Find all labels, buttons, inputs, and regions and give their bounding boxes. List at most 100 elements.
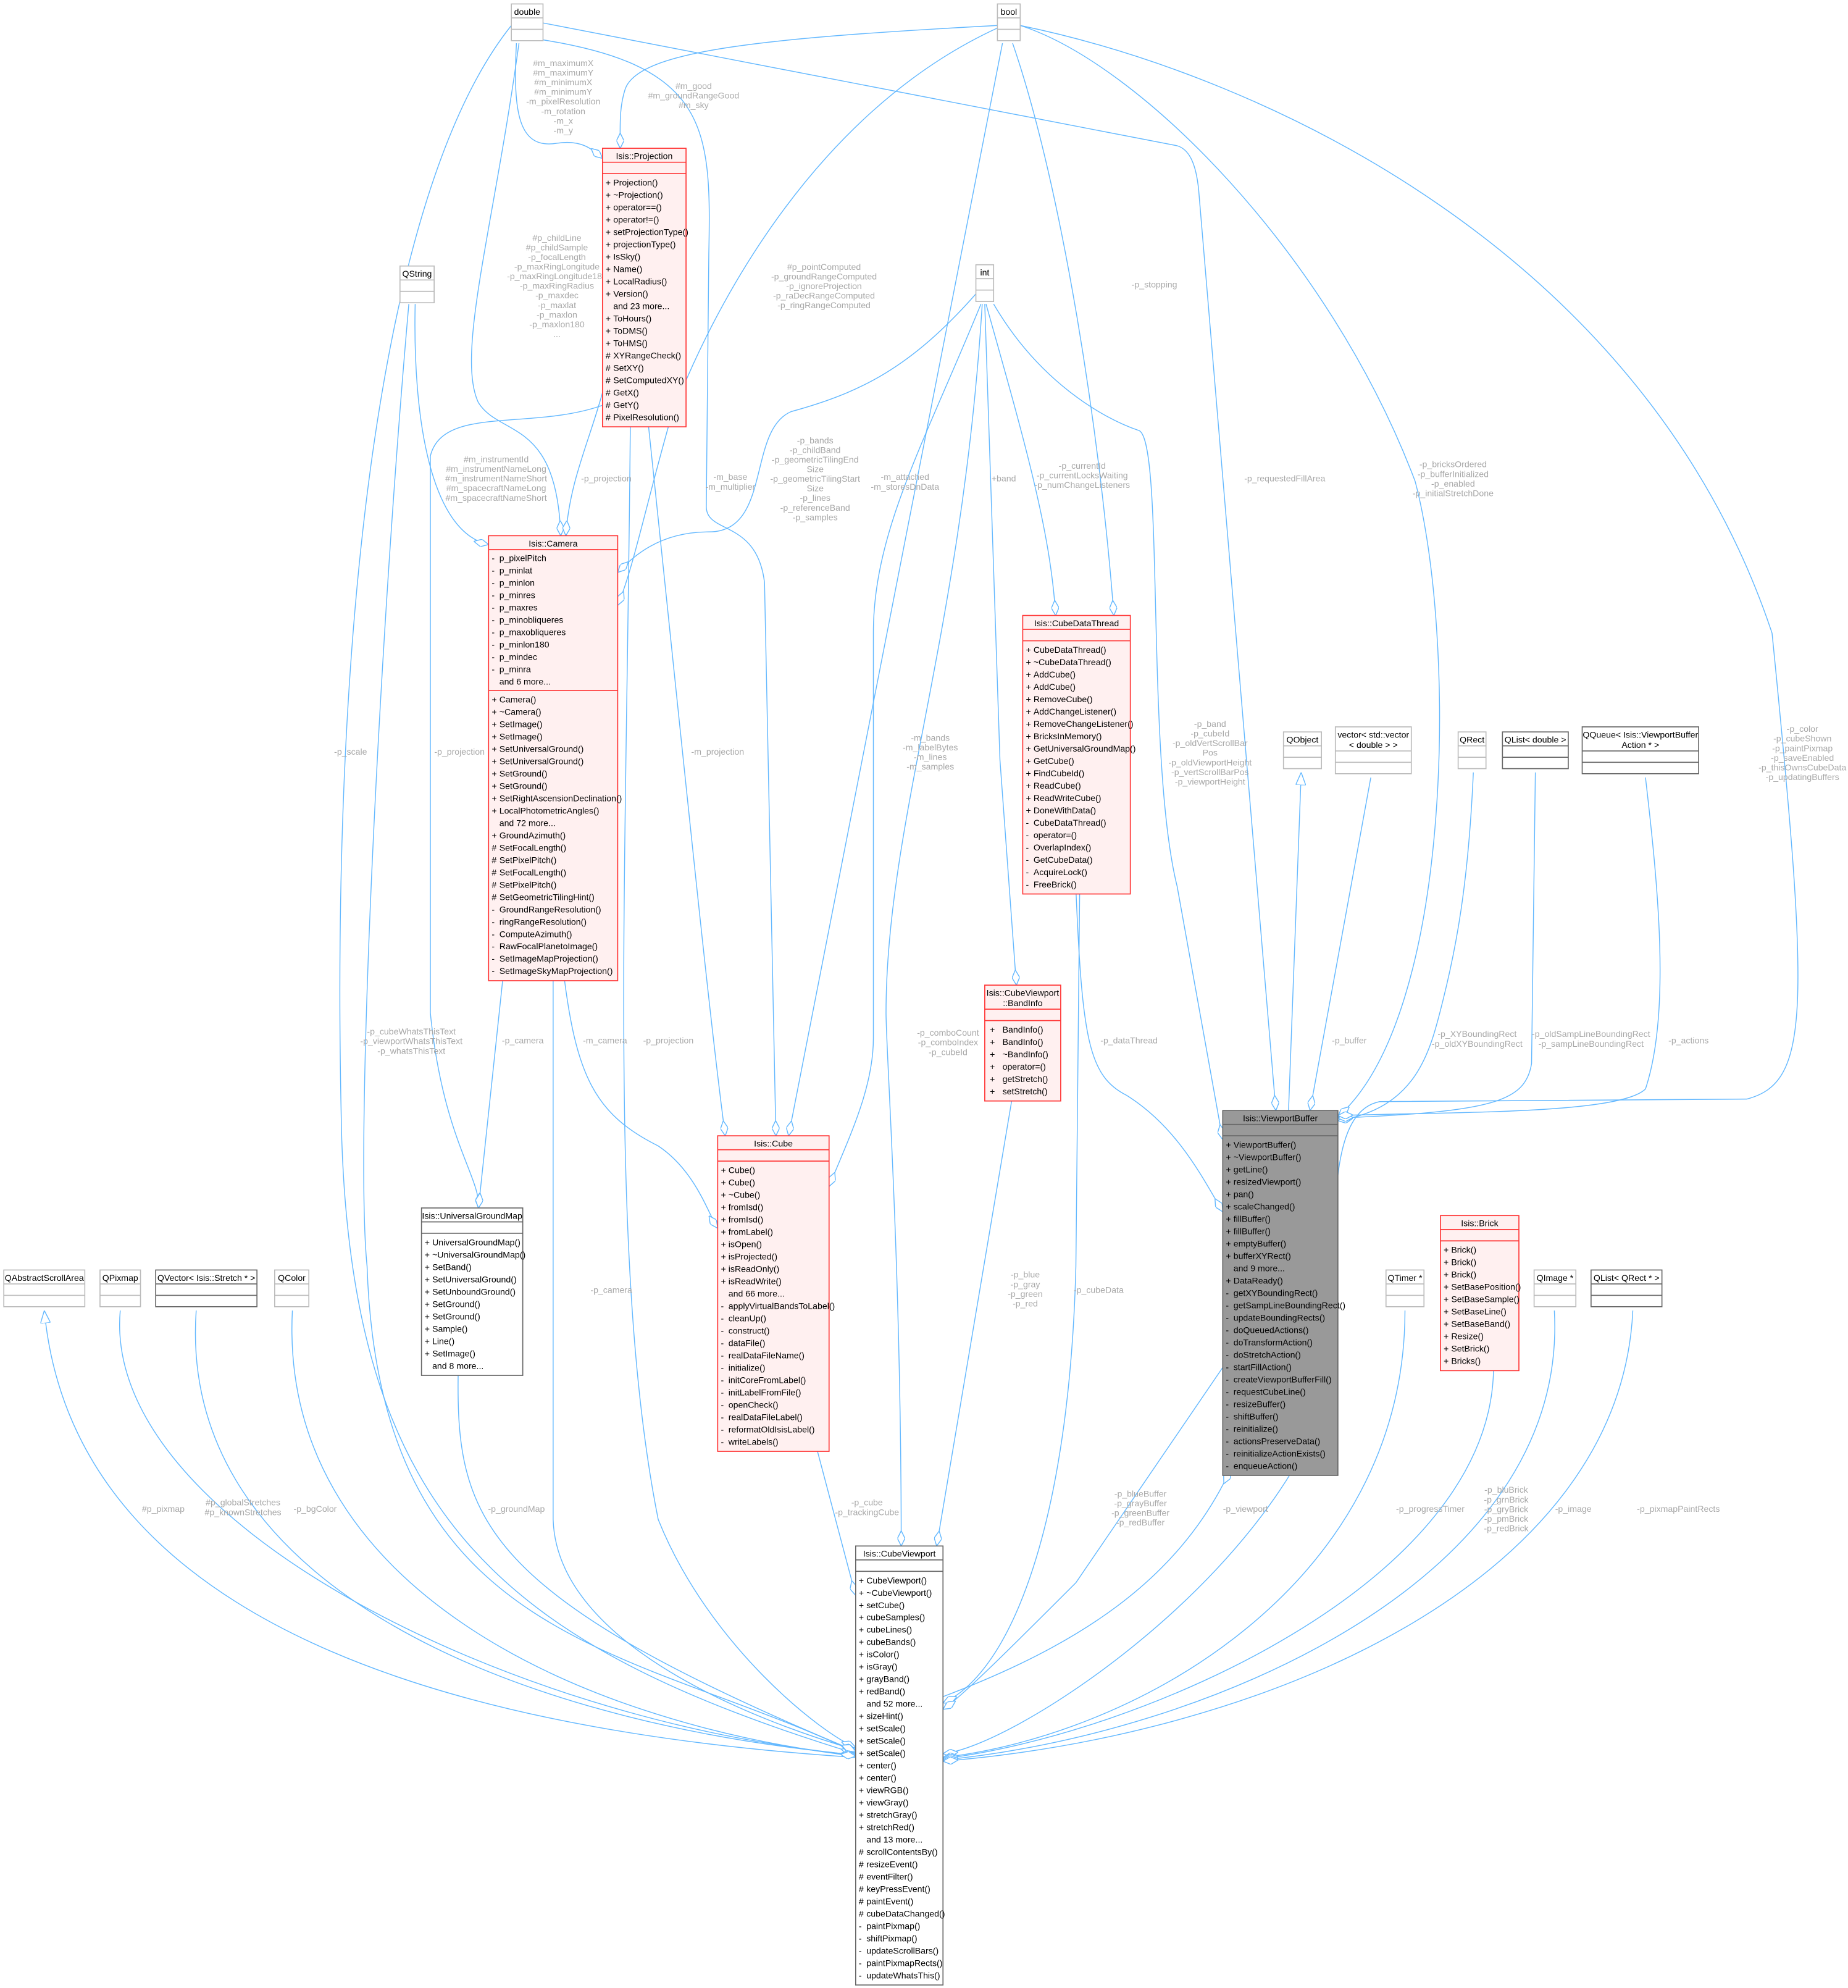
class-title[interactable]: Isis::UniversalGroundMap	[422, 1210, 522, 1220]
class-box-qstring[interactable]: QString	[399, 265, 435, 304]
class-title[interactable]: QQueue< Isis::ViewportBuffer	[1583, 729, 1698, 739]
edge-qrect_vb	[1338, 772, 1474, 1121]
method-visibility: -	[1226, 1312, 1229, 1322]
class-title[interactable]: ::BandInfo	[1003, 998, 1043, 1008]
method-name: paintPixmap()	[866, 1921, 920, 1931]
edge-label-line: -m_attached	[880, 472, 929, 482]
class-box-qpixmap[interactable]: QPixmap	[99, 1269, 141, 1307]
method-name: SetImage()	[432, 1348, 475, 1358]
class-title[interactable]: < double > >	[1349, 740, 1398, 750]
method-name: OverlapIndex()	[1034, 842, 1091, 852]
class-box-qrect[interactable]: QRect	[1457, 731, 1487, 770]
class-title[interactable]: Isis::Projection	[616, 151, 673, 161]
method-visibility: +	[721, 1239, 725, 1249]
method-name: LocalRadius()	[613, 276, 667, 286]
class-box-int[interactable]: int	[975, 264, 995, 302]
method-visibility: +	[1226, 1214, 1231, 1224]
edge-int_vb	[993, 303, 1223, 1139]
edge-label-cdt_vb: -p_dataThread	[1100, 1035, 1158, 1045]
method-name: SetUniversalGround()	[432, 1274, 517, 1284]
edge-int_cv	[885, 304, 983, 1546]
edge-label-line: -p_greenBuffer	[1111, 1508, 1169, 1518]
class-title[interactable]: QAbstractScrollArea	[5, 1273, 84, 1283]
method-name: operator!=()	[613, 215, 659, 225]
class-box-qcolor[interactable]: QColor	[274, 1269, 310, 1307]
class-box-bandinfo[interactable]: Isis::CubeViewport::BandInfo+BandInfo()+…	[984, 984, 1061, 1102]
method-name: ~Projection()	[613, 190, 663, 200]
class-box-qlistqrect[interactable]: QList< QRect * >	[1591, 1269, 1663, 1307]
class-box-viewportbuffer[interactable]: Isis::ViewportBuffer+ViewportBuffer()+~V…	[1222, 1110, 1345, 1476]
class-box-bool[interactable]: bool	[997, 3, 1021, 41]
class-box-qlistdouble[interactable]: QList< double >	[1502, 731, 1569, 770]
class-title[interactable]: double	[514, 7, 541, 17]
method-name: DoneWithData()	[1034, 805, 1096, 815]
method-visibility: -	[1226, 1461, 1229, 1470]
class-box-projection[interactable]: Isis::Projection+Projection()+~Projectio…	[601, 148, 688, 427]
method-visibility: #	[859, 1871, 864, 1881]
class-box-vector[interactable]: vector< std::vector< double > >	[1334, 726, 1412, 774]
method-visibility: +	[491, 719, 496, 729]
class-title[interactable]: int	[980, 267, 989, 277]
class-box-qabstractscrollarea[interactable]: QAbstractScrollArea	[3, 1269, 86, 1307]
class-title[interactable]: Action * >	[1621, 740, 1659, 750]
class-box-frame	[601, 148, 687, 427]
class-box-cube[interactable]: Isis::Cube+Cube()+Cube()+~Cube()+fromIsd…	[717, 1135, 835, 1452]
class-box-qimage[interactable]: QImage *	[1533, 1269, 1577, 1307]
method-visibility: +	[859, 1637, 864, 1647]
method-name: fillBuffer()	[1234, 1214, 1271, 1224]
method-name: SetBaseLine()	[1451, 1307, 1507, 1317]
class-title[interactable]: QVector< Isis::Stretch * >	[157, 1273, 256, 1283]
class-box-cubedatathread[interactable]: Isis::CubeDataThread+CubeDataThread()+~C…	[1022, 614, 1136, 895]
class-title[interactable]: QList< double >	[1505, 735, 1566, 745]
method-name: reinitialize()	[1234, 1424, 1278, 1433]
class-title[interactable]: QPixmap	[102, 1273, 138, 1283]
class-title[interactable]: Isis::Brick	[1461, 1218, 1499, 1228]
class-box-brick[interactable]: Isis::Brick+Brick()+Brick()+Brick()+SetB…	[1440, 1215, 1521, 1372]
method-visibility: +	[1226, 1238, 1231, 1248]
class-title[interactable]: Isis::ViewportBuffer	[1243, 1114, 1318, 1123]
method-name: GetUniversalGroundMap()	[1034, 744, 1136, 753]
class-box-frame	[1440, 1215, 1520, 1372]
class-box-qtimer[interactable]: QTimer *	[1385, 1269, 1425, 1307]
class-title[interactable]: Isis::CubeViewport	[987, 988, 1060, 998]
class-box-double[interactable]: double	[511, 3, 544, 41]
class-title[interactable]: vector< std::vector	[1337, 729, 1409, 739]
class-title[interactable]: Isis::Camera	[529, 539, 577, 548]
edge-label-double_camera: #p_childLine#p_childSample-p_focalLength…	[507, 233, 607, 339]
edge-label-bandinfo_cv: -p_blue-p_gray-p_green-p_red	[1008, 1270, 1043, 1309]
edge-label-line: -p_whatsThisText	[377, 1046, 445, 1055]
method-name: openCheck()	[729, 1399, 779, 1409]
class-title[interactable]: QObject	[1287, 735, 1319, 745]
class-box-ugm[interactable]: Isis::UniversalGroundMap+UniversalGround…	[420, 1207, 526, 1376]
method-name: viewGray()	[866, 1798, 908, 1808]
edge-label-line: -p_cubeData	[1074, 1285, 1124, 1294]
method-visibility: +	[721, 1215, 725, 1225]
method-visibility: +	[425, 1286, 430, 1296]
edge-qqueue_vb	[1338, 777, 1661, 1115]
class-title[interactable]: QRect	[1460, 735, 1484, 745]
method-name: FreeBrick()	[1034, 879, 1077, 889]
method-visibility: +	[721, 1251, 725, 1261]
edge-label-line: -p_vertScrollBarPos	[1171, 767, 1249, 777]
class-box-qobject[interactable]: QObject	[1282, 731, 1323, 770]
class-title[interactable]: QImage *	[1537, 1273, 1574, 1283]
class-title[interactable]: QColor	[278, 1273, 306, 1283]
class-box-camera[interactable]: Isis::Camera-p_pixelPitch-p_minlat-p_min…	[488, 535, 622, 981]
class-box-cubeviewport[interactable]: Isis::CubeViewport+CubeViewport()+~CubeV…	[855, 1545, 945, 1986]
method-name: and 23 more...	[613, 301, 669, 311]
class-title[interactable]: Isis::Cube	[754, 1139, 793, 1149]
class-title[interactable]: bool	[1000, 7, 1017, 17]
edge-label-line: -m_base	[713, 472, 747, 482]
class-title[interactable]: QList< QRect * >	[1594, 1273, 1660, 1283]
class-title[interactable]: QTimer *	[1388, 1273, 1423, 1283]
method-name: updateBoundingRects()	[1234, 1312, 1325, 1322]
class-box-qvector[interactable]: QVector< Isis::Stretch * >	[155, 1269, 257, 1307]
edge-label-int_cdt: -p_currentId-p_currentLocksWaiting-p_num…	[1034, 461, 1130, 490]
class-title[interactable]: QString	[403, 269, 432, 279]
class-title[interactable]: Isis::CubeViewport	[863, 1549, 936, 1559]
class-title[interactable]: Isis::CubeDataThread	[1034, 618, 1119, 628]
edge-label-int_cv: -p_comboCount-p_comboIndex-p_cubeId	[917, 1028, 979, 1057]
edge-labels-layer: #m_maximumX#m_maximumY#m_minimumX#m_mini…	[142, 58, 1846, 1533]
method-name: stretchGray()	[866, 1810, 917, 1820]
